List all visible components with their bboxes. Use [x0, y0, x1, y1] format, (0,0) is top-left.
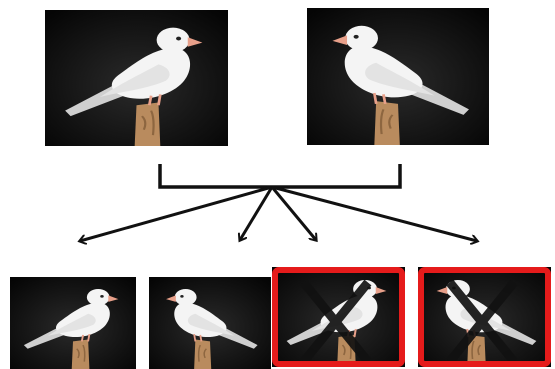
- pairing-bracket: [158, 164, 402, 189]
- perch: [134, 102, 161, 146]
- offspring-photo-3-rejected: [272, 267, 405, 367]
- canary-bird: [23, 288, 119, 369]
- canary-bird: [166, 288, 258, 369]
- perch: [194, 339, 212, 369]
- canary-bird: [332, 25, 469, 145]
- reject-frame: [272, 267, 405, 367]
- offspring-photo-4-rejected: [418, 267, 551, 367]
- parent-photo-right: [307, 8, 489, 145]
- parent-photo-left: [45, 10, 228, 146]
- canary-bird: [65, 27, 203, 146]
- reject-frame: [418, 267, 551, 367]
- arrow-to-offspring-3: [270, 186, 316, 240]
- arrow-to-offspring-2: [240, 186, 274, 240]
- offspring-photo-1: [10, 277, 136, 369]
- perch: [374, 101, 400, 145]
- perch: [71, 339, 90, 369]
- arrow-to-offspring-4: [271, 185, 477, 241]
- offspring-photo-2: [149, 277, 271, 369]
- reject-x-mark: [300, 279, 372, 365]
- arrow-to-offspring-1: [80, 185, 273, 241]
- reject-x-mark: [446, 279, 518, 365]
